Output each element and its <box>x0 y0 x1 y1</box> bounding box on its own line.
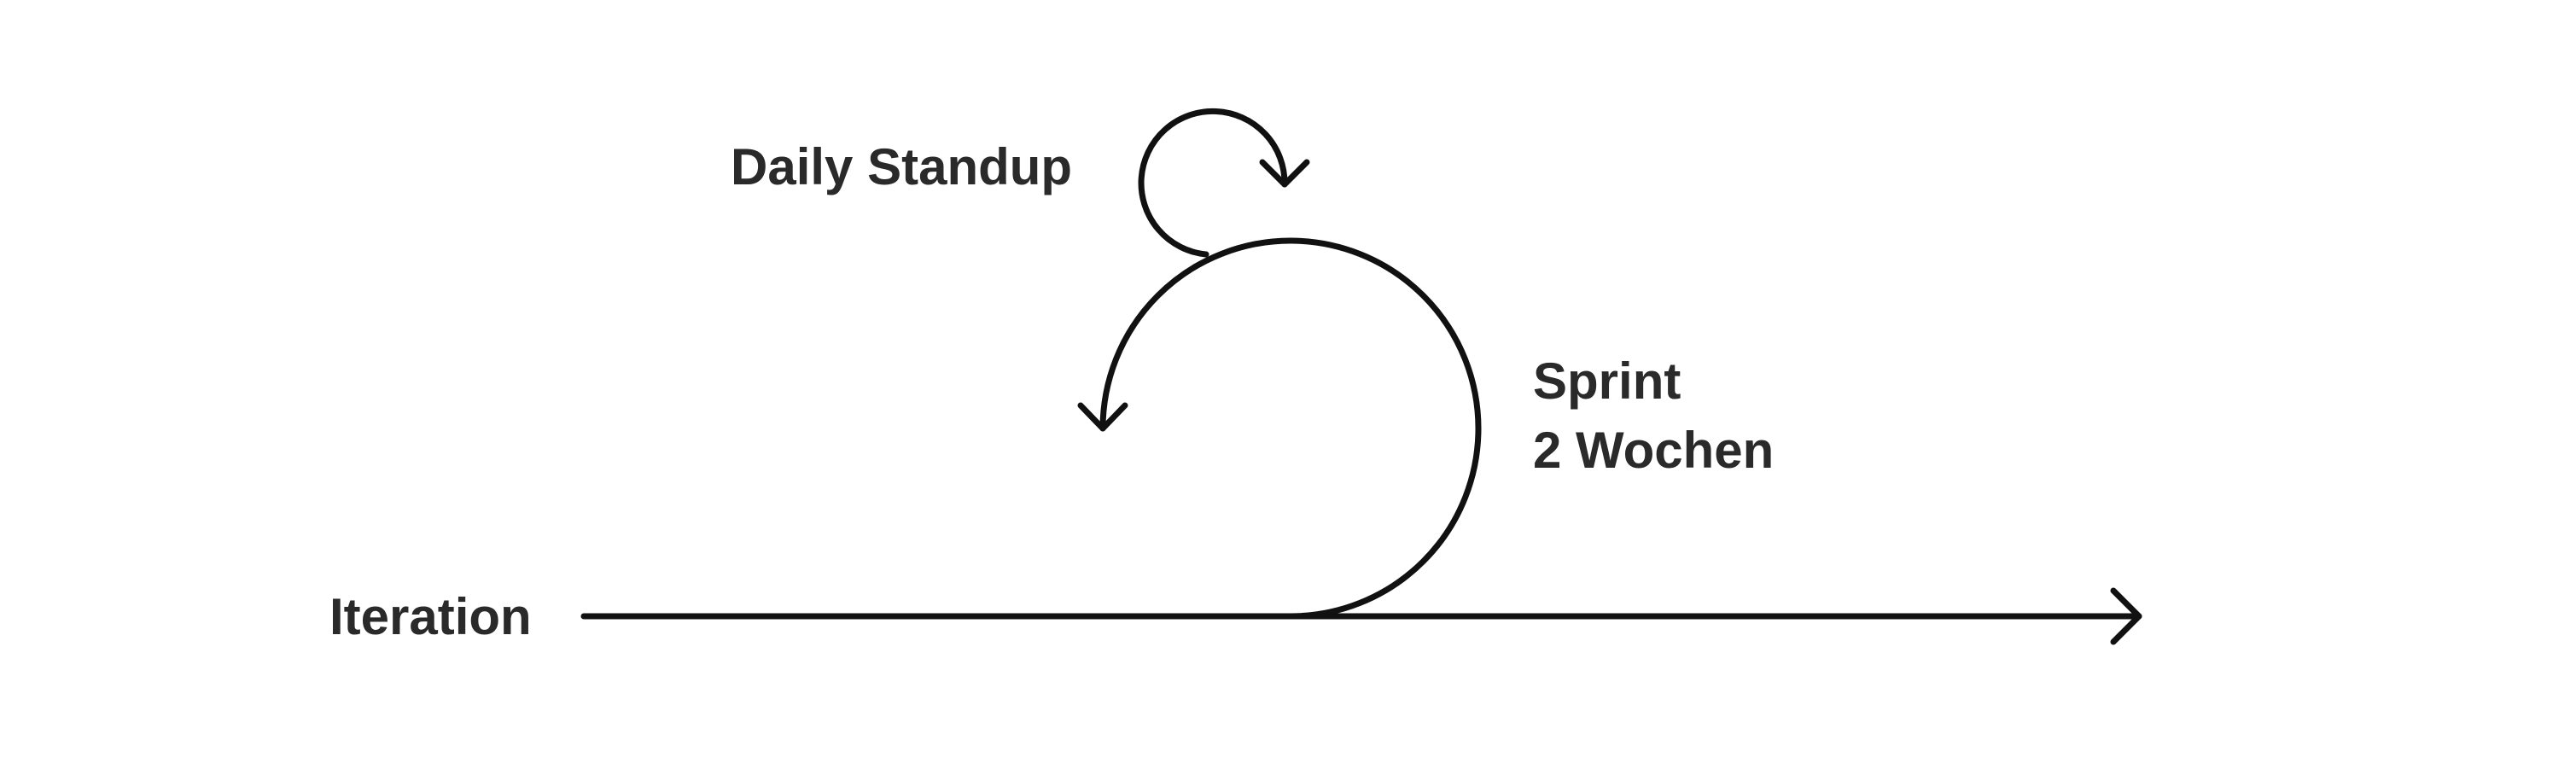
daily-standup-loop <box>1138 108 1310 258</box>
sprint-arrowhead-icon <box>1077 402 1128 432</box>
iteration-arrow <box>580 587 2142 645</box>
sprint-loop-path <box>1099 237 1482 620</box>
sprint-label: Sprint <box>1533 353 1681 410</box>
daily-standup-label: Daily Standup <box>731 138 1072 195</box>
sprint-duration-label: 2 Wochen <box>1533 422 1774 479</box>
iteration-label: Iteration <box>329 588 532 645</box>
daily-standup-loop-path <box>1138 108 1288 258</box>
iteration-arrowhead-icon <box>2110 587 2142 645</box>
sprint-loop <box>1077 237 1482 620</box>
daily-standup-arrowhead-icon <box>1259 159 1310 188</box>
